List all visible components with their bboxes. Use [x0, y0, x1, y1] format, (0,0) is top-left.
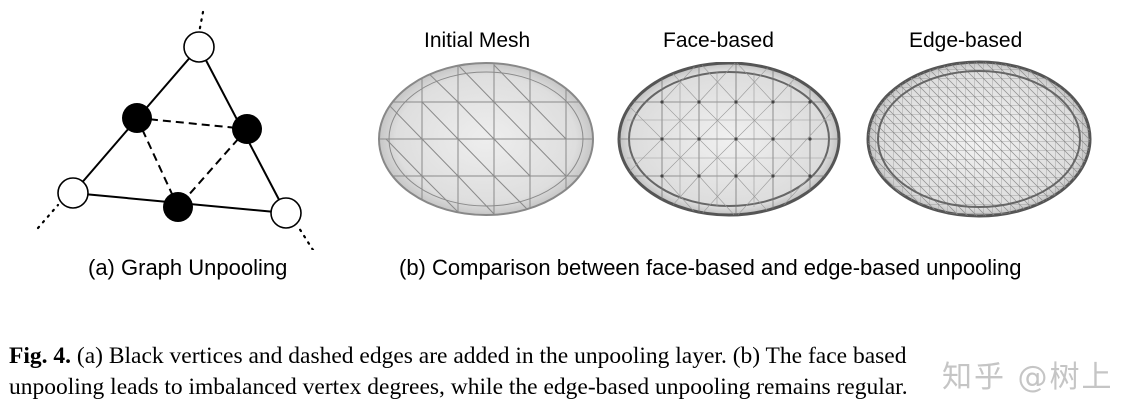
caption-line-2: unpooling leads to imbalanced vertex deg…: [9, 374, 908, 400]
initial-mesh-image: [378, 62, 594, 217]
mesh-title-face-based: Face-based: [663, 29, 774, 52]
caption-line-1: Fig. 4. (a) Black vertices and dashed ed…: [9, 341, 908, 372]
face-based-mesh-image: [617, 62, 841, 217]
panel-a-label: (a) Graph Unpooling: [88, 255, 288, 280]
edge-based-mesh-svg: [866, 60, 1092, 218]
graph-unpooling-diagram: [0, 0, 350, 250]
mesh-title-initial: Initial Mesh: [424, 29, 531, 52]
caption-figure-number: Fig. 4.: [9, 343, 72, 369]
face-based-mesh-svg: [617, 62, 841, 217]
dashed-edges: [136, 117, 248, 208]
dotted-extensions: [36, 10, 315, 250]
edge-based-mesh-image: [866, 60, 1092, 218]
triangle-graph-svg: [36, 10, 315, 250]
added-vertices: [122, 103, 262, 222]
figure-caption: Fig. 4. (a) Black vertices and dashed ed…: [9, 341, 908, 403]
mesh-title-edge-based: Edge-based: [909, 29, 1023, 52]
zhihu-watermark: 知乎 @树上: [942, 360, 1114, 395]
original-vertices: [57, 31, 302, 229]
initial-mesh-svg: [378, 62, 594, 216]
caption-line-1-text: (a) Black vertices and dashed edges are …: [71, 343, 907, 369]
panel-b-label: (b) Comparison between face-based and ed…: [399, 255, 1022, 280]
